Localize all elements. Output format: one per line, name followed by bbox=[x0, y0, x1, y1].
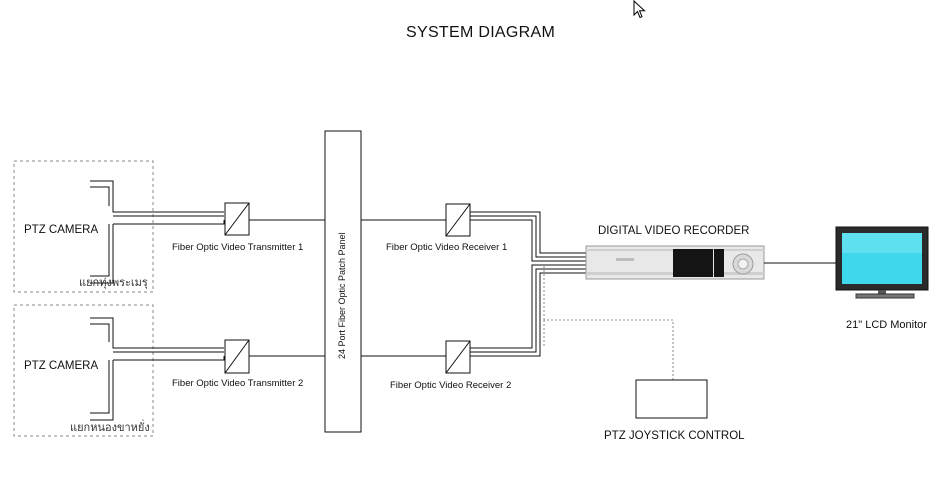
page-title: SYSTEM DIAGRAM bbox=[406, 24, 556, 41]
receiver-1-symbol bbox=[445, 203, 471, 237]
monitor-label: 21" LCD Monitor bbox=[846, 319, 927, 331]
receiver-2-label: Fiber Optic Video Receiver 2 bbox=[390, 380, 512, 391]
transmitter-1-label: Fiber Optic Video Transmitter 1 bbox=[172, 242, 304, 253]
patch-panel-label: 24 Port Fiber Optic Patch Panel bbox=[337, 232, 347, 359]
dvr-device bbox=[585, 245, 765, 280]
camera-bracket-1 bbox=[90, 180, 225, 284]
lcd-monitor bbox=[835, 226, 929, 299]
camera-site-box-2 bbox=[13, 304, 154, 437]
joystick-control-lines bbox=[543, 265, 674, 380]
joystick-box bbox=[635, 379, 708, 419]
camera-site-label-2: แยกหนองขาหยั่ง bbox=[70, 422, 150, 434]
camera-site-label-1: แยกทุ่งพระเมรุ bbox=[79, 277, 148, 289]
receiver-1-label: Fiber Optic Video Receiver 1 bbox=[386, 242, 508, 253]
transmitter-1-symbol bbox=[224, 202, 250, 236]
receiver-1-cables bbox=[470, 211, 586, 262]
camera-bracket-2 bbox=[90, 317, 225, 421]
camera-label-1: PTZ CAMERA bbox=[24, 224, 99, 236]
patch-panel-box bbox=[324, 130, 362, 433]
joystick-label: PTZ JOYSTICK CONTROL bbox=[604, 430, 745, 442]
camera-site-box-1 bbox=[13, 160, 154, 293]
receiver-2-symbol bbox=[445, 340, 471, 374]
transmitter-2-symbol bbox=[224, 339, 250, 374]
dvr-label: DIGITAL VIDEO RECORDER bbox=[598, 225, 750, 237]
camera-label-2: PTZ CAMERA bbox=[24, 360, 99, 372]
transmitter-2-label: Fiber Optic Video Transmitter 2 bbox=[172, 378, 304, 389]
receiver-2-cables bbox=[470, 264, 586, 357]
